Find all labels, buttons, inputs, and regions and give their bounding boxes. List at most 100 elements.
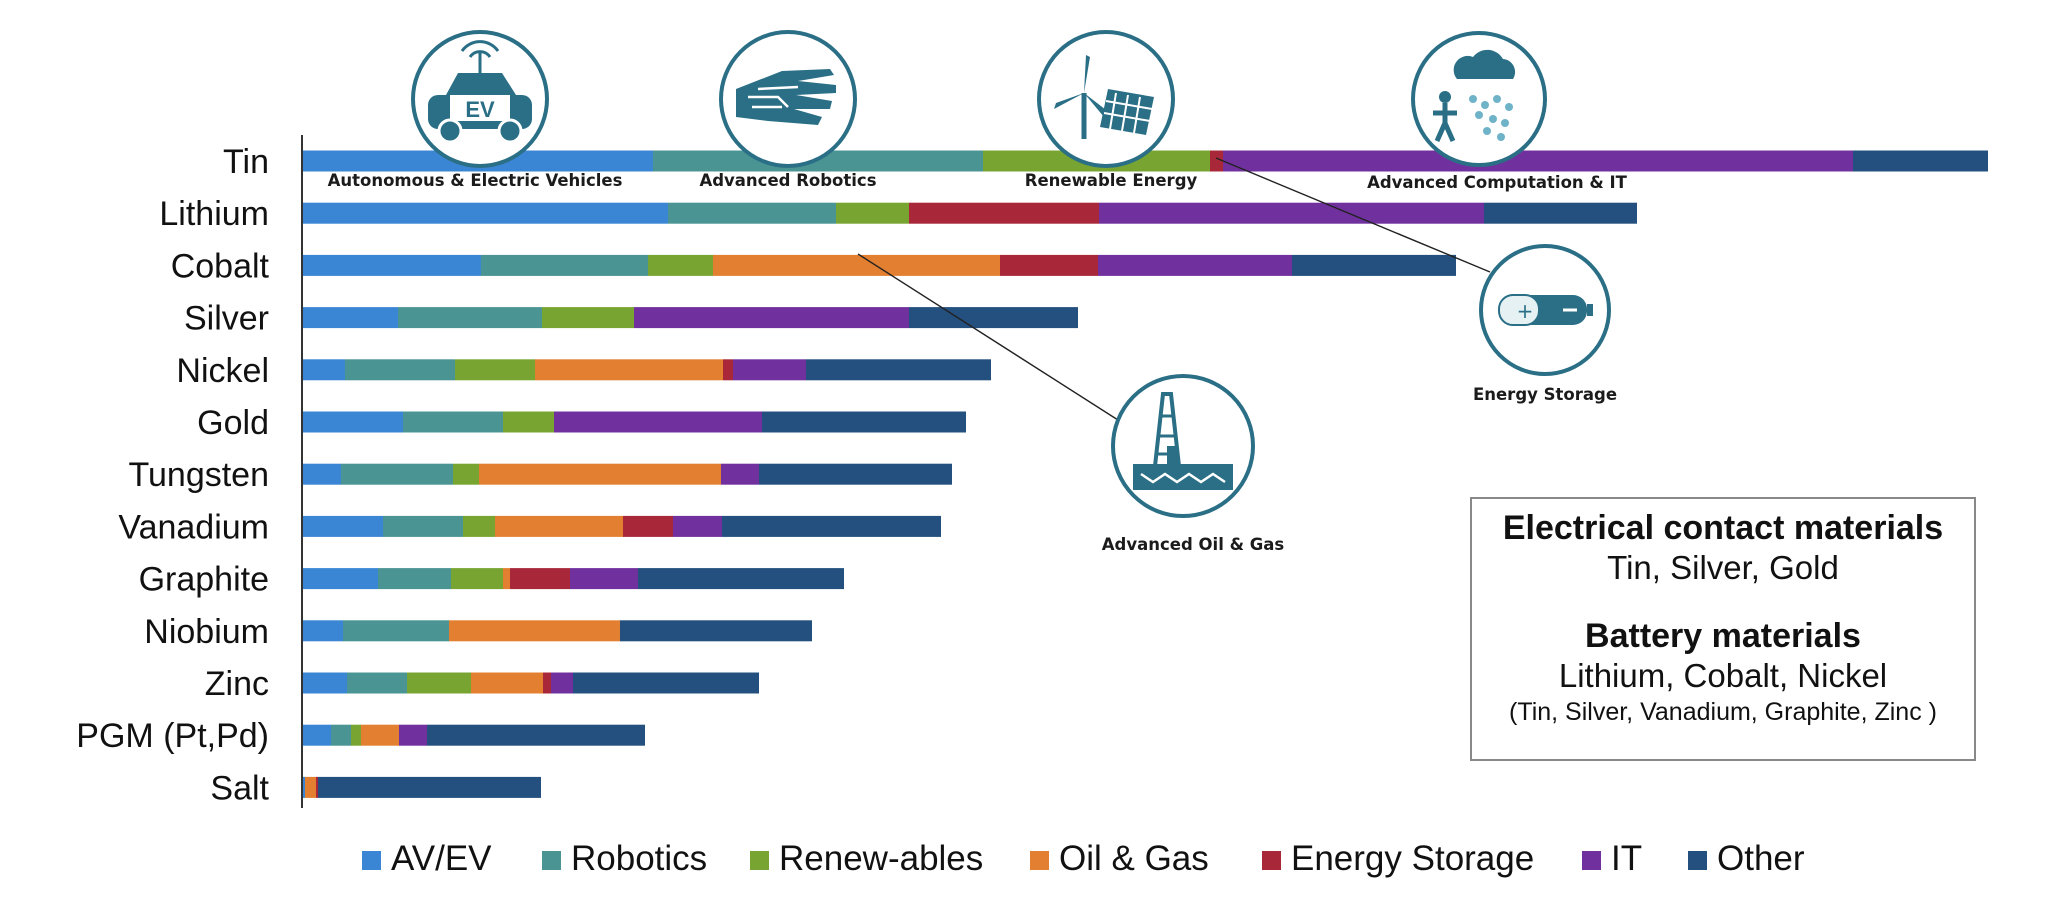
legend-swatch-it — [1582, 851, 1601, 870]
info-box: Electrical contact materials Tin, Silver… — [1470, 497, 1976, 761]
bar-graphite-oil-gas — [503, 568, 510, 590]
robot-hand-icon — [719, 30, 857, 168]
bar-cobalt-robotics — [481, 254, 648, 276]
bar-vanadium-other — [722, 515, 941, 537]
bar-vanadium-it — [673, 515, 722, 537]
bar-gold-robotics — [403, 411, 503, 433]
category-label-salt: Salt — [210, 769, 269, 807]
legend-label-energy-storage: Energy Storage — [1291, 839, 1534, 878]
bar-vanadium-av-ev — [303, 515, 383, 537]
bar-zinc-oil-gas — [471, 672, 543, 694]
bar-lithium-robotics — [668, 202, 836, 224]
bar-silver-other — [909, 307, 1078, 329]
bar-zinc-robotics — [347, 672, 407, 694]
bar-gold-av-ev — [303, 411, 403, 433]
bar-tin-other — [1853, 150, 1988, 172]
legend-swatch-renew-ables — [750, 851, 769, 870]
bar-gold-renew-ables — [503, 411, 554, 433]
bar-lithium-av-ev — [303, 202, 668, 224]
info-title-battery: Battery materials — [1585, 617, 1861, 655]
bar-zinc-energy-storage — [543, 672, 551, 694]
icon-caption-oil-gas: Advanced Oil & Gas — [1102, 535, 1285, 554]
bar-pgm-pt-pd-it — [399, 724, 427, 746]
legend-swatch-other — [1688, 851, 1707, 870]
bar-tungsten-oil-gas — [479, 463, 721, 485]
battery-icon: + — [1479, 244, 1611, 376]
bar-nickel-renew-ables — [455, 359, 535, 381]
svg-text:+: + — [1517, 299, 1534, 323]
bar-zinc-renew-ables — [407, 672, 471, 694]
category-label-lithium: Lithium — [159, 195, 269, 233]
icon-caption-vehicles: Autonomous & Electric Vehicles — [328, 171, 623, 190]
bar-cobalt-other — [1292, 254, 1456, 276]
bar-nickel-other — [806, 359, 991, 381]
legend-label-it: IT — [1611, 839, 1642, 878]
legend-swatch-av-ev — [362, 851, 381, 870]
info-line-battery: Lithium, Cobalt, Nickel — [1558, 657, 1888, 694]
bar-vanadium-oil-gas — [495, 515, 623, 537]
info-title-contact: Electrical contact materials — [1502, 509, 1944, 547]
bar-salt-av-ev — [303, 776, 305, 798]
legend-swatch-energy-storage — [1262, 851, 1281, 870]
icon-caption-computation: Advanced Computation & IT — [1367, 173, 1628, 192]
bar-cobalt-it — [1098, 254, 1292, 276]
icon-caption-robotics: Advanced Robotics — [699, 171, 876, 190]
bar-nickel-energy-storage — [723, 359, 733, 381]
bar-silver-it — [634, 307, 909, 329]
bar-graphite-energy-storage — [510, 568, 570, 590]
category-label-niobium: Niobium — [144, 613, 269, 651]
category-label-vanadium: Vanadium — [118, 508, 269, 546]
bar-vanadium-robotics — [383, 515, 463, 537]
bar-zinc-av-ev — [303, 672, 347, 694]
bar-nickel-robotics — [345, 359, 455, 381]
bar-graphite-robotics — [378, 568, 451, 590]
bar-niobium-oil-gas — [449, 620, 620, 642]
bar-salt-oil-gas — [305, 776, 316, 798]
legend-label-renew-ables: Renew-ables — [779, 839, 983, 878]
bar-lithium-energy-storage — [909, 202, 1099, 224]
bars-layer — [303, 150, 1988, 798]
bar-vanadium-renew-ables — [463, 515, 495, 537]
bar-graphite-it — [570, 568, 638, 590]
category-label-tungsten: Tungsten — [129, 456, 270, 494]
bar-graphite-other — [638, 568, 844, 590]
bar-vanadium-energy-storage — [623, 515, 673, 537]
category-label-graphite: Graphite — [139, 561, 269, 599]
category-label-gold: Gold — [197, 404, 269, 442]
bar-silver-robotics — [398, 307, 542, 329]
oil-rig-icon — [1111, 374, 1255, 518]
info-line-contact: Tin, Silver, Gold — [1607, 549, 1839, 586]
bar-salt-energy-storage — [316, 776, 318, 798]
bar-nickel-oil-gas — [535, 359, 723, 381]
icon-caption-storage: Energy Storage — [1473, 385, 1617, 404]
connector-oil-gas — [857, 253, 1119, 421]
bar-silver-av-ev — [303, 307, 398, 329]
category-label-cobalt: Cobalt — [171, 247, 270, 285]
bar-niobium-av-ev — [303, 620, 343, 642]
wind-solar-icon — [1037, 30, 1175, 168]
bar-zinc-other — [573, 672, 759, 694]
bar-salt-other — [318, 776, 541, 798]
category-labels: TinLithiumCobaltSilverNickelGoldTungsten… — [76, 143, 269, 807]
bar-tin-it — [1223, 150, 1853, 172]
bar-gold-other — [762, 411, 966, 433]
bar-cobalt-energy-storage — [1000, 254, 1098, 276]
ev-badge-text: EV — [465, 97, 495, 122]
bar-nickel-it — [733, 359, 806, 381]
bar-graphite-av-ev — [303, 568, 378, 590]
bar-lithium-it — [1099, 202, 1484, 224]
legend-label-other: Other — [1717, 839, 1805, 878]
bar-lithium-renew-ables — [836, 202, 909, 224]
bar-nickel-av-ev — [303, 359, 345, 381]
icon-caption-renewable: Renewable Energy — [1025, 171, 1198, 190]
bar-pgm-pt-pd-av-ev — [303, 724, 331, 746]
bar-cobalt-oil-gas — [713, 254, 1000, 276]
bar-zinc-it — [551, 672, 573, 694]
bar-niobium-robotics — [343, 620, 449, 642]
category-label-silver: Silver — [184, 300, 269, 338]
bar-graphite-renew-ables — [451, 568, 503, 590]
legend-swatch-oil-gas — [1030, 851, 1049, 870]
legend-label-av-ev: AV/EV — [391, 839, 492, 878]
